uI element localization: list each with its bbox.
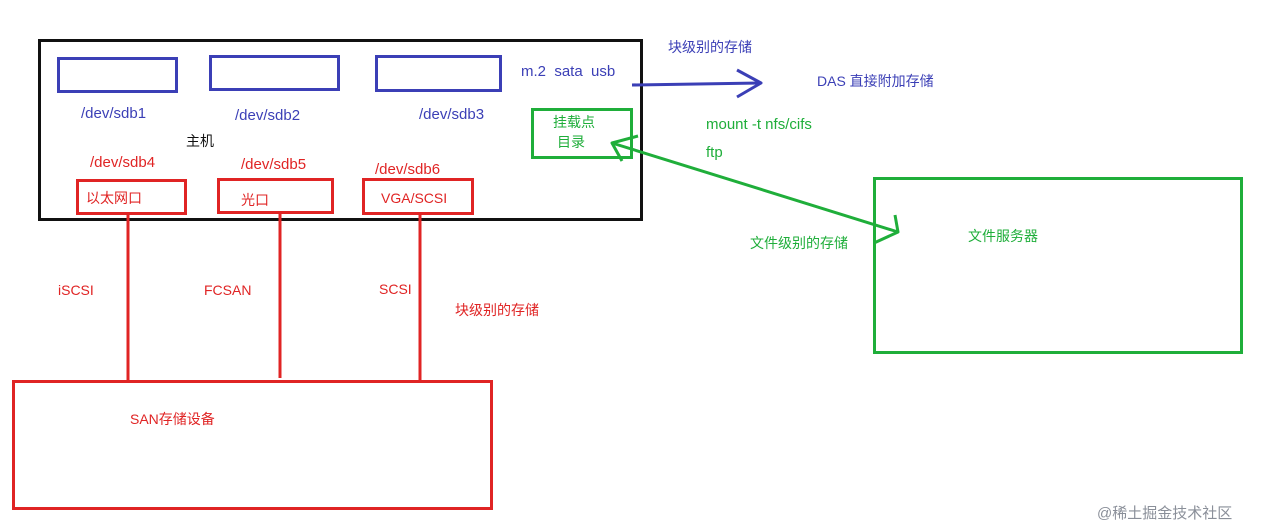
disk-label-sdb6: /dev/sdb6 <box>375 161 441 178</box>
disk-label-sdb1: /dev/sdb1 <box>81 105 147 122</box>
port-box-ethernet <box>76 179 187 215</box>
port-box-optical <box>217 178 334 214</box>
nfs-arrow-head-right <box>873 214 900 245</box>
scsi-label: SCSI <box>379 281 412 297</box>
san-block-level-label: 块级别的存储 <box>455 302 539 318</box>
san-device-box <box>12 380 493 510</box>
interfaces-label: m.2 sata usb <box>521 63 616 80</box>
das-block-level-label: 块级别的存储 <box>668 39 752 55</box>
disk-label-sdb4: /dev/sdb4 <box>90 154 156 171</box>
disk-label-sdb5: /dev/sdb5 <box>241 156 307 173</box>
disk-box-sdb1 <box>57 57 178 93</box>
port-box-vga-scsi <box>362 178 474 215</box>
host-label: 主机 <box>186 133 214 149</box>
disk-label-sdb3: /dev/sdb3 <box>419 106 485 123</box>
das-arrow-line <box>631 81 761 87</box>
iscsi-label: iSCSI <box>58 282 94 298</box>
san-device-label: SAN存储设备 <box>130 411 215 427</box>
watermark: @稀土掘金技术社区 <box>1097 505 1233 522</box>
file-server-label: 文件服务器 <box>968 228 1038 244</box>
mount-dir-label: 目录 <box>557 134 585 150</box>
file-server-box <box>873 177 1243 354</box>
port-label-ethernet: 以太网口 <box>86 190 142 206</box>
file-level-label: 文件级别的存储 <box>750 235 848 251</box>
nfs-arrow-line <box>611 141 899 234</box>
mount-command-label: mount -t nfs/cifs <box>706 116 812 133</box>
das-arrow-head <box>736 68 763 99</box>
mount-point-label: 挂载点 <box>553 114 595 130</box>
mount-point-box <box>531 108 633 159</box>
das-label: DAS 直接附加存储 <box>817 73 934 89</box>
port-label-optical: 光口 <box>241 192 269 208</box>
disk-box-sdb3 <box>375 55 502 92</box>
port-label-vga-scsi: VGA/SCSI <box>381 190 448 206</box>
host-box <box>38 39 643 221</box>
disk-label-sdb2: /dev/sdb2 <box>235 107 301 124</box>
ftp-label: ftp <box>706 144 723 161</box>
nfs-arrow-head-left <box>610 134 639 162</box>
fcsan-label: FCSAN <box>204 282 252 298</box>
disk-box-sdb2 <box>209 55 340 91</box>
